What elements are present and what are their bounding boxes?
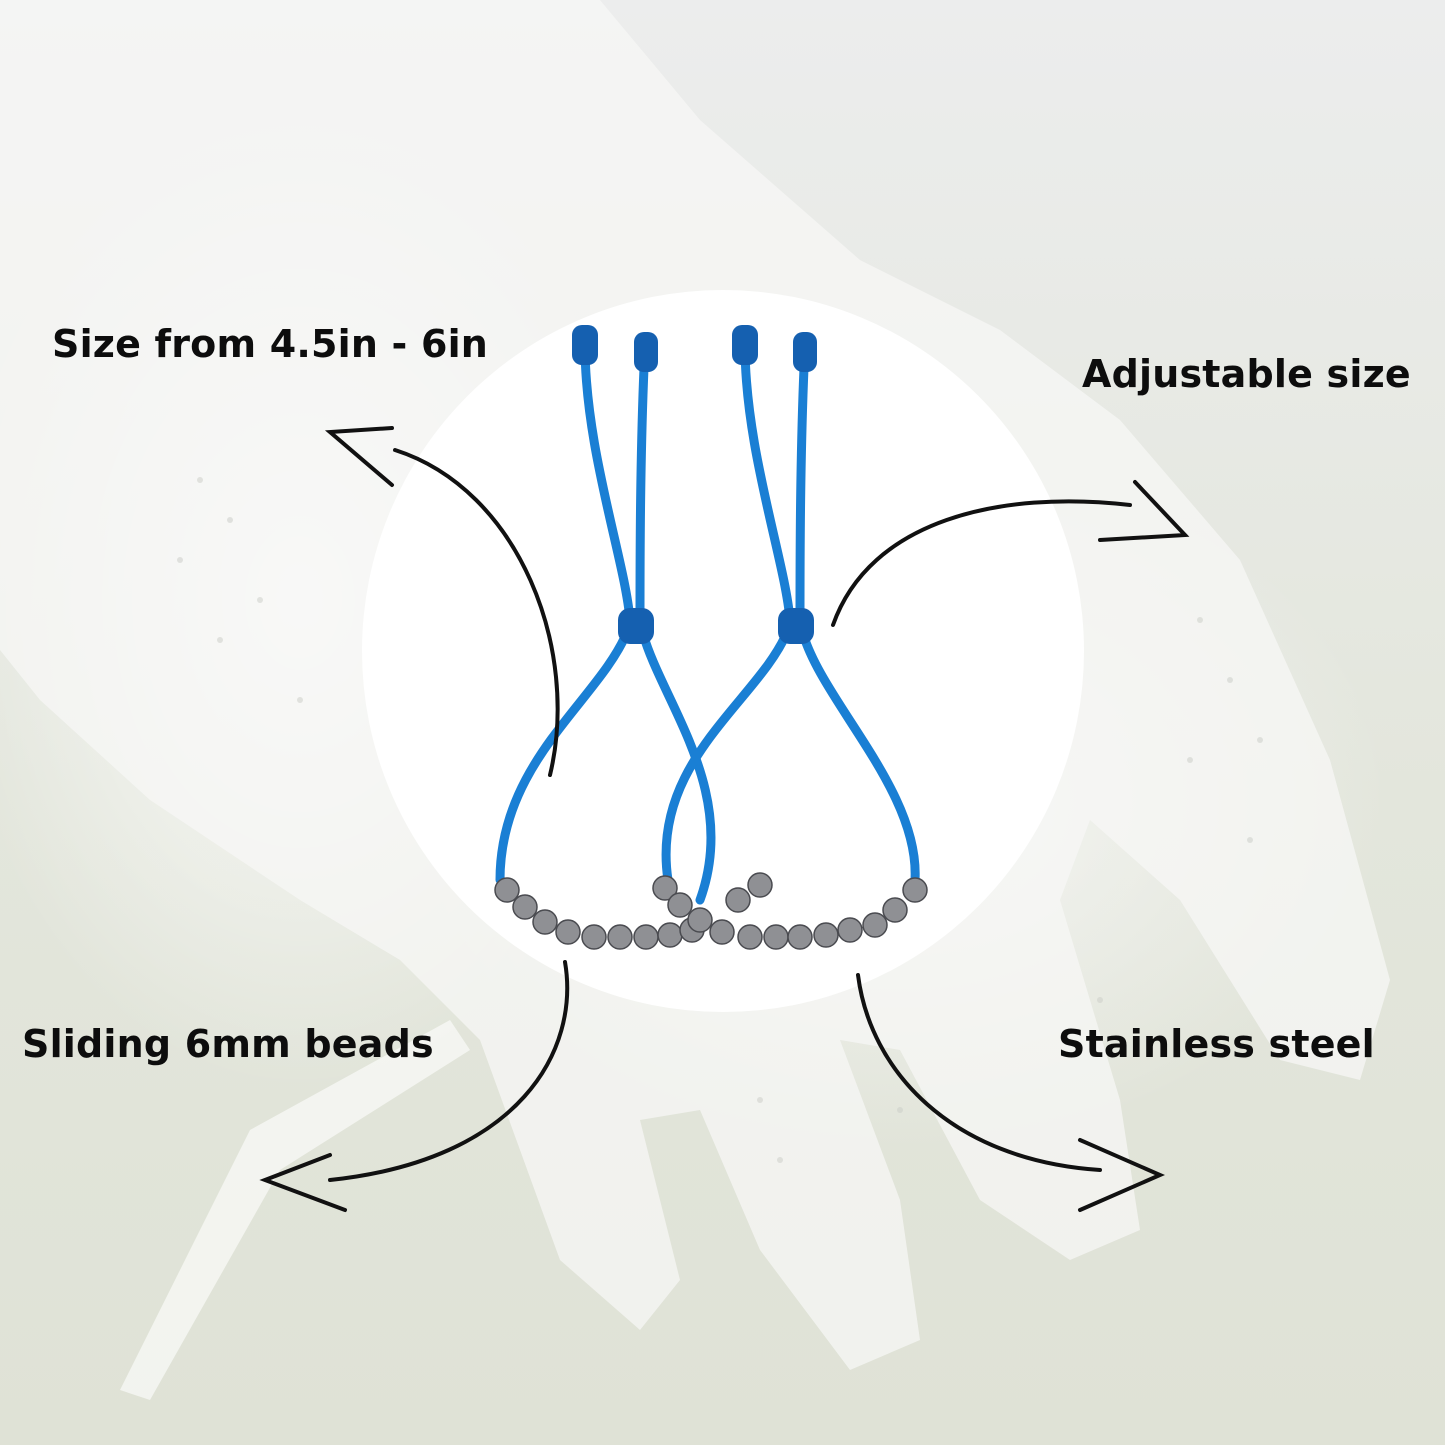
- stainless-beads: [494, 872, 928, 950]
- arrow-size: [324, 426, 560, 777]
- arrow-beads: [259, 960, 570, 1212]
- callout-adjustable-size: Adjustable size: [1082, 352, 1411, 396]
- callout-sliding-beads: Sliding 6mm beads: [22, 1022, 434, 1066]
- callout-stainless-steel: Stainless steel: [1058, 1022, 1375, 1066]
- product-circle: [362, 290, 1084, 1012]
- callout-size-range: Size from 4.5in - 6in: [52, 322, 489, 366]
- arrow-adjustable: [831, 480, 1190, 627]
- arrow-steel: [856, 973, 1165, 1212]
